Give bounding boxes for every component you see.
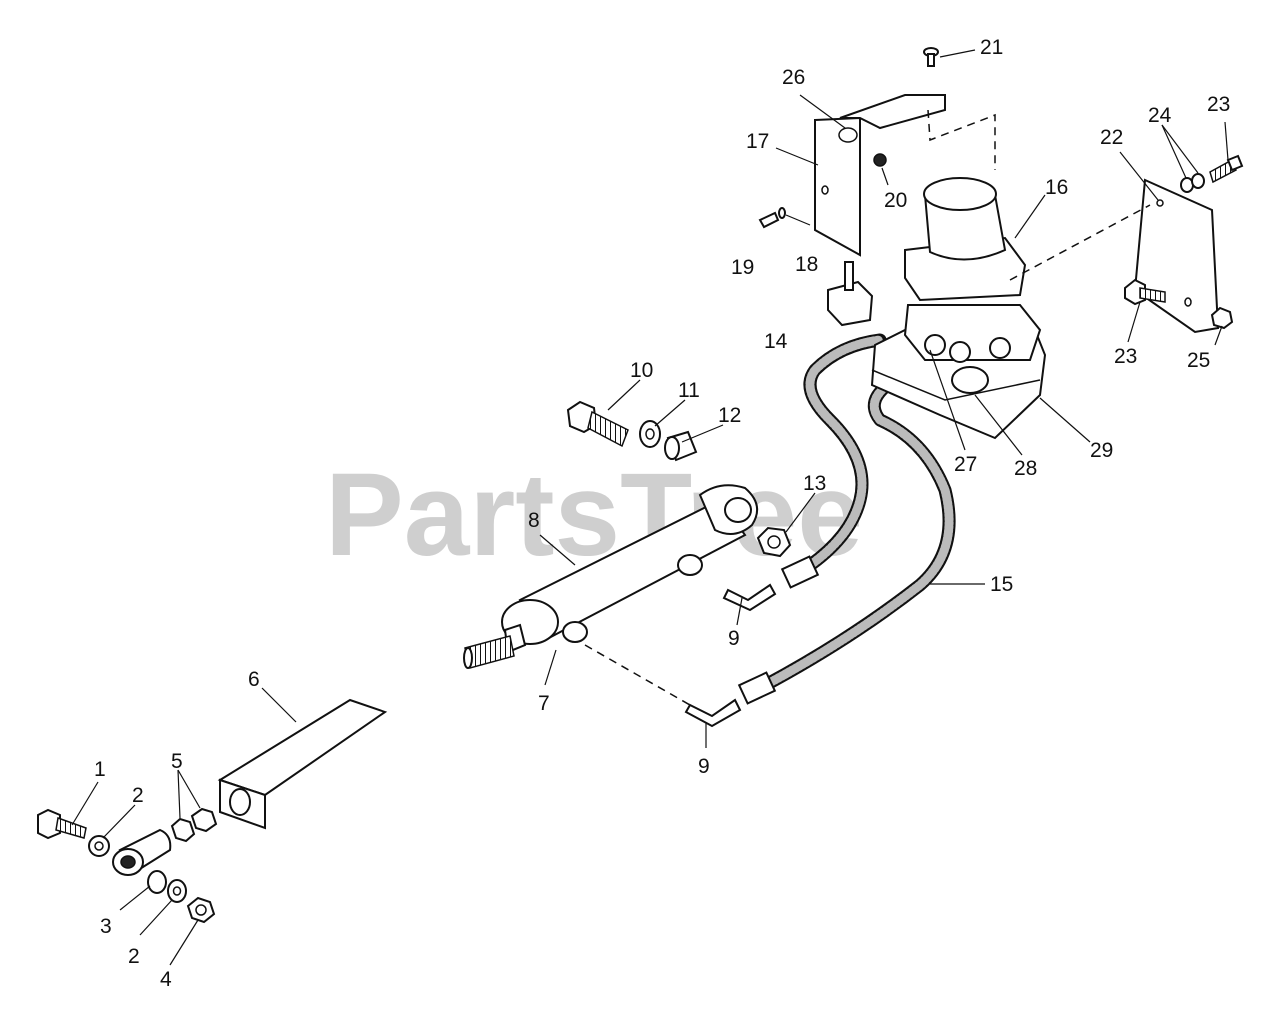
callout-3: 3: [100, 915, 112, 938]
callout-21: 21: [980, 36, 1003, 59]
part-5-nuts: [170, 807, 218, 843]
callout-17: 17: [746, 130, 769, 153]
part-2-washer-b: [167, 879, 187, 903]
part-3-rod-end: [112, 828, 172, 876]
part-1-bolt: [37, 808, 87, 840]
callout-labels: 1 2 2 3 4 5 6 7 8 9 9 10 11 12 13 14 15 …: [94, 36, 1230, 991]
callout-4: 4: [160, 968, 172, 991]
callout-5: 5: [171, 750, 183, 773]
part-9-elbow-a: [722, 583, 777, 612]
callout-23: 23: [1207, 93, 1230, 116]
callout-23: 23: [1114, 345, 1137, 368]
callout-10: 10: [630, 359, 653, 382]
callout-26: 26: [782, 66, 805, 89]
part-11-washer: [639, 420, 661, 448]
callout-2: 2: [128, 945, 140, 968]
part-6-bracket: [217, 698, 388, 830]
callout-9: 9: [728, 627, 740, 650]
part-13-nut: [756, 526, 792, 558]
callout-22: 22: [1100, 126, 1123, 149]
part-16-pump-motor: [903, 177, 1042, 363]
callout-29: 29: [1090, 439, 1113, 462]
part-18-washer: [778, 207, 786, 219]
callout-7: 7: [538, 692, 550, 715]
callout-15: 15: [990, 573, 1013, 596]
part-23-bolt-a: [1209, 154, 1244, 184]
callout-25: 25: [1187, 349, 1210, 372]
leader-lines: [71, 49, 1229, 966]
part-23-bolt-b: [1124, 278, 1166, 306]
part-9-elbow-b: [684, 698, 742, 728]
callout-14: 14: [764, 330, 788, 353]
part-22-plate: [1133, 178, 1220, 334]
part-24-washer-b: [1191, 173, 1205, 189]
callout-28: 28: [1014, 457, 1037, 480]
callout-27: 27: [954, 453, 977, 476]
part-8-cylinder: [463, 484, 759, 669]
part-15-hoses: [737, 333, 956, 705]
part-17-bracket: [814, 94, 946, 257]
part-21-screw: [923, 47, 939, 67]
callout-8: 8: [528, 509, 540, 532]
part-2-washer-a: [88, 835, 110, 857]
callout-16: 16: [1045, 176, 1068, 199]
callout-11: 11: [678, 379, 700, 402]
part-25-nut: [1210, 306, 1234, 330]
callout-9: 9: [698, 755, 710, 778]
part-14-block: [827, 261, 874, 327]
callout-1: 1: [94, 758, 106, 781]
callout-20: 20: [884, 189, 907, 212]
callout-2: 2: [132, 784, 144, 807]
callout-6: 6: [248, 668, 260, 691]
callout-19: 19: [731, 256, 754, 279]
part-19-screw: [758, 211, 780, 229]
callout-12: 12: [718, 404, 741, 427]
watermark-text: PartsTree: [325, 449, 863, 581]
callout-18: 18: [795, 253, 818, 276]
callout-24: 24: [1148, 104, 1172, 127]
callout-13: 13: [803, 472, 826, 495]
part-20-nut: [873, 153, 887, 167]
part-4-nut: [186, 896, 216, 924]
part-2-washer-c: [147, 870, 167, 894]
watermark: PartsTree ™: [325, 449, 934, 581]
part-10-bolt: [566, 400, 629, 448]
